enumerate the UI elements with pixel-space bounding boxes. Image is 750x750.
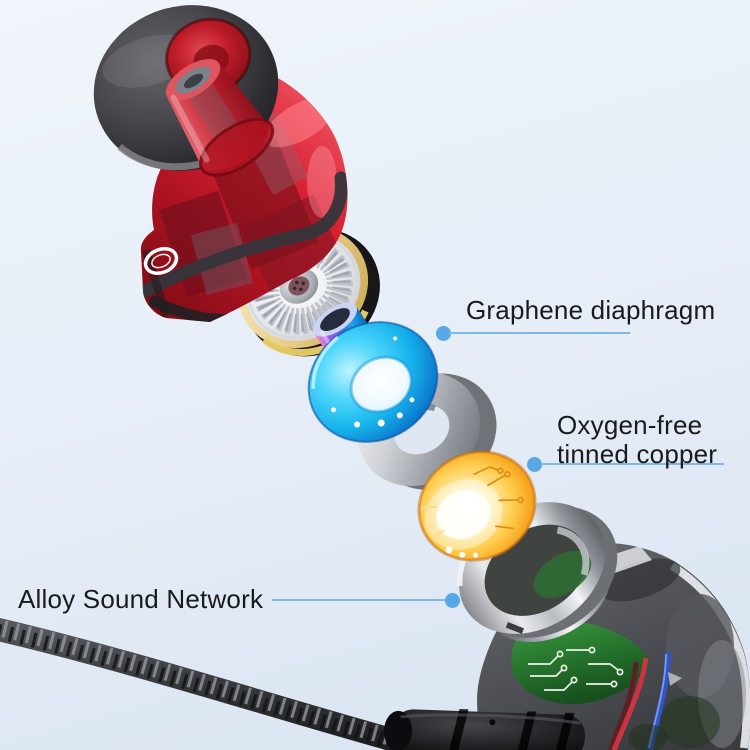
copper-label: Oxygen-free tinned copper — [557, 410, 718, 469]
strain-relief — [383, 708, 585, 750]
graphene-callout-line — [449, 332, 630, 334]
copper-callout-dot — [527, 457, 542, 472]
copper-callout-line — [541, 463, 724, 465]
brand-ring-logo — [143, 247, 179, 275]
graphene-label: Graphene diaphragm — [466, 295, 716, 325]
graphene-callout-dot — [436, 326, 451, 341]
graphene-diaphragm-ring — [307, 321, 439, 443]
circuit-board — [511, 620, 650, 705]
alloy-callout-dot — [445, 593, 460, 608]
alloy-callout-line — [272, 599, 447, 601]
alloy-label: Alloy Sound Network — [18, 584, 264, 614]
sound-nozzle — [165, 59, 275, 177]
copper-coil-disc — [417, 450, 537, 562]
braided-cable — [0, 618, 412, 750]
